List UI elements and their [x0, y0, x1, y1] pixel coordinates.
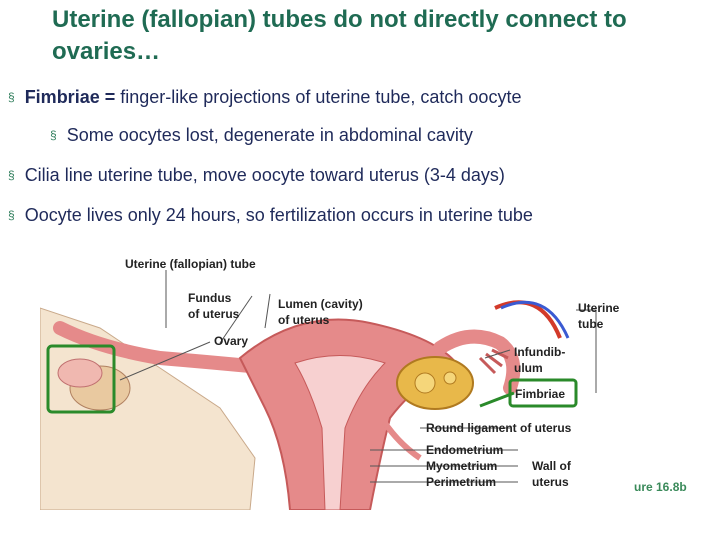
label-wall-2: uterus — [532, 475, 569, 489]
bullet-text: finger-like projections of uterine tube,… — [120, 87, 521, 107]
sub-bullet-oocytes-lost: § Some oocytes lost, degenerate in abdomi… — [50, 124, 473, 148]
left-fimbriae-shape — [58, 359, 102, 387]
follicle-shape — [415, 373, 435, 393]
label-infundibulum-2: ulum — [514, 361, 543, 375]
slide-title: Uterine (fallopian) tubes do not directl… — [52, 4, 712, 68]
label-infundibulum: Infundib- — [514, 345, 565, 359]
label-uterine-tube-right-2: tube — [578, 317, 604, 331]
label-ovary: Ovary — [214, 334, 248, 348]
bullet-fimbriae: § Fimbriae = finger-like projections of u… — [8, 86, 521, 110]
label-perimetrium: Perimetrium — [426, 475, 496, 489]
bullet-text: Cilia line uterine tube, move oocyte tow… — [25, 165, 505, 185]
figure-reference: ure 16.8b — [634, 480, 687, 494]
label-fimbriae: Fimbriae — [515, 387, 565, 401]
label-uterine-tube-right: Uterine — [578, 301, 620, 315]
label-fundus-2: of uterus — [188, 307, 240, 321]
follicle-shape — [444, 372, 456, 384]
label-wall: Wall of — [532, 459, 572, 473]
bullet-oocyte-lifespan: § Oocyte lives only 24 hours, so fertiliz… — [8, 204, 533, 228]
label-uterine-tube-top: Uterine (fallopian) tube — [125, 257, 256, 271]
label-endometrium: Endometrium — [426, 443, 503, 457]
label-lumen-2: of uterus — [278, 313, 330, 327]
bullet-term: Fimbriae = — [25, 87, 121, 107]
bullet-cilia: § Cilia line uterine tube, move oocyte to… — [8, 164, 505, 188]
bullet-marker: § — [8, 208, 15, 222]
label-round-ligament: Round ligament of uterus — [426, 421, 572, 435]
label-fundus: Fundus — [188, 291, 232, 305]
bullet-text: Oocyte lives only 24 hours, so fertiliza… — [25, 205, 533, 225]
bullet-marker: § — [50, 128, 57, 142]
bullet-marker: § — [8, 168, 15, 182]
label-myometrium: Myometrium — [426, 459, 497, 473]
bullet-marker: § — [8, 90, 15, 104]
label-lumen: Lumen (cavity) — [278, 297, 363, 311]
bullet-text: Some oocytes lost, degenerate in abdomin… — [67, 125, 473, 145]
uterus-anatomy-figure: Uterine (fallopian) tube Fundus of uteru… — [40, 248, 660, 510]
